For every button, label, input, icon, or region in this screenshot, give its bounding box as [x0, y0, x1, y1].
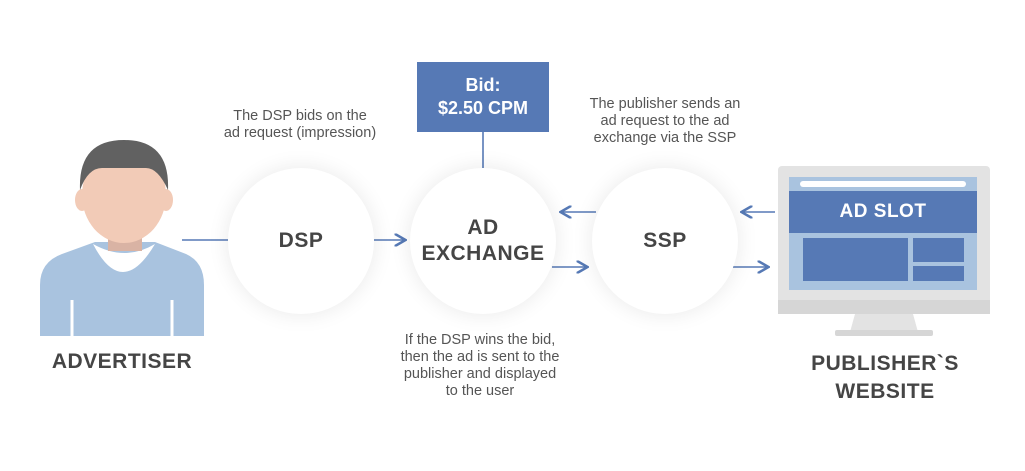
- bid-amount: $2.50 CPM: [437, 98, 529, 118]
- ssp-label: SSP: [643, 228, 687, 252]
- ssp-node: SSP: [592, 168, 738, 314]
- bid-box: Bid: $2.50 CPM: [417, 62, 549, 132]
- publisher-monitor-icon: [778, 166, 990, 336]
- bid-label: Bid:: [465, 75, 501, 95]
- ad-exchange-node: AD EXCHANGE: [410, 168, 556, 314]
- ad-exchange-label: AD EXCHANGE: [421, 215, 545, 265]
- caption-dsp-bids: The DSP bids on the ad request (impressi…: [223, 108, 377, 141]
- dsp-label: DSP: [278, 228, 324, 252]
- dsp-node: DSP: [228, 168, 374, 314]
- publisher-website-label: PUBLISHER`S WEBSITE: [811, 352, 959, 403]
- advertiser-person-icon: [40, 140, 204, 336]
- caption-dsp-wins: If the DSP wins the bid, then the ad is …: [400, 332, 560, 399]
- ad-slot-label: AD SLOT: [839, 201, 927, 222]
- caption-publisher-sends: The publisher sends an ad request to the…: [589, 96, 741, 146]
- advertiser-label: ADVERTISER: [51, 350, 193, 373]
